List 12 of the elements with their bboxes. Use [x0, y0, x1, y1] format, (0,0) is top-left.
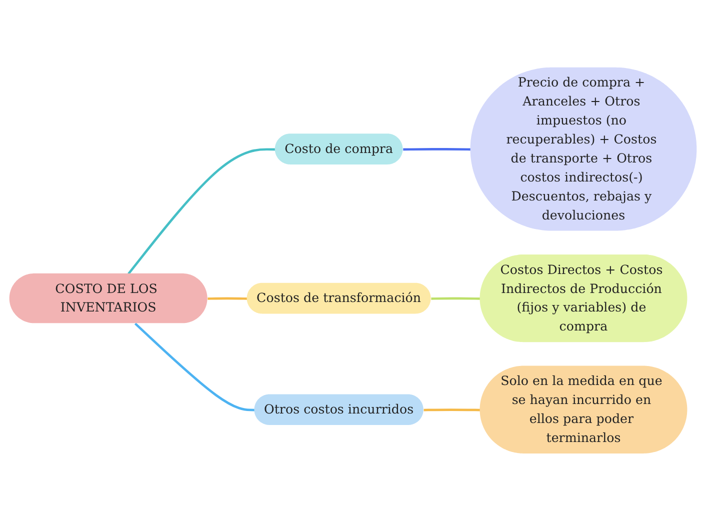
node-box: Otros costos incurridos — [254, 394, 423, 426]
node-box: Solo en la medida en que se hayan incurrido en ellos para poder terminarlos — [479, 366, 687, 454]
connector — [430, 297, 480, 300]
connector — [423, 408, 480, 412]
connector — [127, 148, 275, 275]
node-box: Costos Directos + Costos Indirectos de Producción (fijos y variables) de compra — [479, 254, 687, 342]
node-box: Costo de compra — [274, 134, 402, 165]
connector — [402, 148, 470, 151]
node-box: Costos de transformación — [246, 283, 430, 314]
node-box: COSTO DE LOS INVENTARIOS — [8, 274, 207, 324]
connector — [207, 297, 247, 300]
connector — [134, 322, 254, 412]
